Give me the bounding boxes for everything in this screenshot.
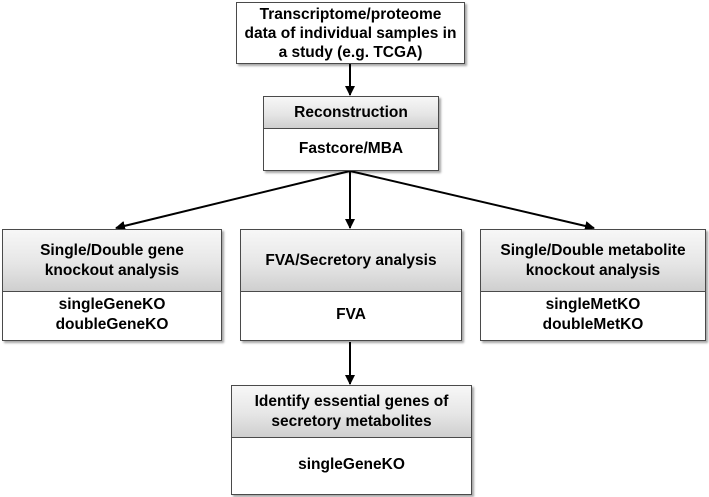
metabolite-knockout-header: Single/Double metabolite knockout analys… [481,230,705,292]
essential-genes-body: singleGeneKO [232,436,471,494]
arrow-reconstruction-to-met-ko [349,170,595,231]
input-data-box: Transcriptome/proteome data of individua… [236,2,465,64]
gene-knockout-function-2: doubleGeneKO [55,316,169,333]
gene-knockout-header-label: Single/Double gene knockout analysis [40,241,184,279]
gene-knockout-header: Single/Double gene knockout analysis [3,230,221,292]
metabolite-knockout-box: Single/Double metabolite knockout analys… [480,229,706,341]
essential-genes-function-label: singleGeneKO [298,456,405,473]
arrow-reconstruction-to-gene-ko [115,170,351,231]
gene-knockout-function-1: singleGeneKO [58,296,166,313]
reconstruction-header: Reconstruction [264,97,438,129]
reconstruction-header-label: Reconstruction [294,103,408,121]
fva-function-label: FVA [336,306,366,323]
reconstruction-body: Fastcore/MBA [264,128,438,170]
input-data-label: Transcriptome/proteome data of individua… [244,5,457,61]
metabolite-knockout-header-label: Single/Double metabolite knockout analys… [500,241,686,279]
reconstruction-method-label: Fastcore/MBA [298,140,404,157]
essential-genes-box: Identify essential genes of secretory me… [231,385,472,495]
essential-genes-header-label: Identify essential genes of secretory me… [254,392,449,430]
essential-genes-header: Identify essential genes of secretory me… [232,386,471,438]
fva-body: FVA [241,290,461,340]
gene-knockout-box: Single/Double gene knockout analysis sin… [2,229,222,341]
reconstruction-box: Reconstruction Fastcore/MBA [263,96,439,171]
fva-box: FVA/Secretory analysis FVA [240,229,462,341]
gene-knockout-body: singleGeneKO doubleGeneKO [3,290,221,340]
metabolite-knockout-function-2: doubleMetKO [542,316,644,333]
metabolite-knockout-body: singleMetKO doubleMetKO [481,290,705,340]
fva-header: FVA/Secretory analysis [241,230,461,292]
metabolite-knockout-function-1: singleMetKO [545,296,641,313]
fva-header-label: FVA/Secretory analysis [265,251,437,269]
